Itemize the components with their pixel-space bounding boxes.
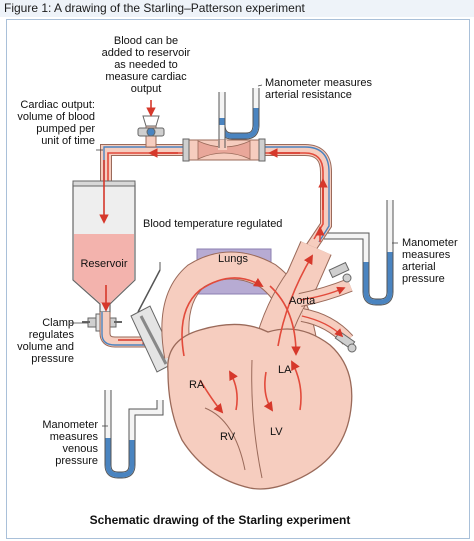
label-blood-temperature: Blood temperature regulated [143,218,282,230]
label-manometer-venous-1: Manometer [42,419,98,431]
label-cardiac-output-1: Cardiac output: [20,99,95,111]
label-ra: RA [189,379,205,391]
label-manometer-pressure-1: Manometer [402,237,458,249]
figure-caption: Schematic drawing of the Starling experi… [90,513,351,527]
label-lv: LV [270,426,283,438]
label-manometer-venous-2: measures [50,431,99,443]
label-lungs: Lungs [218,253,248,265]
label-clamp: Clamp regulates volume and pressure [17,317,74,365]
manometer-venous [104,390,164,479]
label-clamp-4: pressure [31,353,74,365]
label-cardiac-output-2: volume of blood [17,111,95,123]
label-cardiac-output-3: pumped per [36,123,95,135]
label-blood-added-1: Blood can be [114,35,178,47]
label-manometer-pressure-3: arterial [402,261,436,273]
label-blood-added: Blood can be added to reservoir as neede… [102,35,191,95]
label-clamp-2: regulates [29,329,75,341]
label-rv: RV [220,431,236,443]
label-cardiac-output: Cardiac output: volume of blood pumped p… [17,99,95,147]
label-blood-added-3: as needed to [114,59,178,71]
label-aorta: Aorta [289,295,316,307]
reservoir [72,160,136,313]
label-blood-added-5: output [131,83,162,95]
label-clamp-1: Clamp [42,317,74,329]
label-la: LA [278,364,292,376]
label-manometer-resistance-2: arterial resistance [265,89,352,101]
label-manometer-resistance: Manometer measures arterial resistance [265,77,372,101]
label-blood-added-4: measure cardiac [105,71,187,83]
label-manometer-resistance-1: Manometer measures [265,77,372,89]
label-manometer-pressure-4: pressure [402,273,445,285]
addition-valve[interactable] [137,100,165,148]
venous-tubing [99,312,183,361]
leader-lines [70,84,398,427]
label-manometer-pressure: Manometer measures arterial pressure [402,237,458,285]
label-manometer-venous-3: venous [63,443,99,455]
label-manometer-venous-4: pressure [55,455,98,467]
manometer-arterial-pressure [324,200,394,306]
label-manometer-venous: Manometer measures venous pressure [42,419,98,467]
figure-title: Figure 1: A drawing of the Starling–Patt… [0,0,474,17]
heart [161,226,357,490]
return-tubing [100,138,332,259]
label-cardiac-output-4: unit of time [41,135,95,147]
label-blood-added-2: added to reservoir [102,47,191,59]
label-reservoir: Reservoir [80,258,127,270]
manometer-resistance [218,88,260,148]
label-manometer-pressure-2: measures [402,249,451,261]
label-clamp-3: volume and [17,341,74,353]
